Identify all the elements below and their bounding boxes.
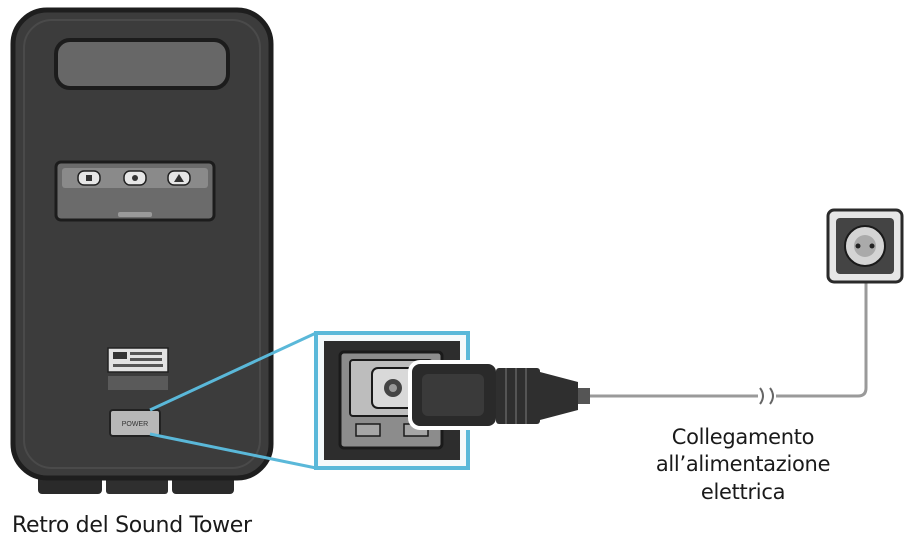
- power-plug: [408, 360, 590, 430]
- outlet-caption-line-3: elettrica: [700, 479, 786, 504]
- aux-icon: [123, 170, 147, 186]
- zoom-lines: [149, 331, 317, 470]
- tower-body: [10, 7, 274, 481]
- power-port-label: POWER: [122, 421, 148, 428]
- outlet-caption: Collegamento all’alimentazione elettrica: [648, 424, 838, 506]
- optical-icon: [167, 170, 191, 186]
- power-port: POWER: [109, 409, 161, 437]
- sound-tower-back: POWER: [10, 7, 274, 494]
- usb-icon: [77, 170, 101, 186]
- device-caption: Retro del Sound Tower: [12, 513, 252, 538]
- tower-inner-edge: [23, 19, 261, 469]
- top-handle: [54, 38, 230, 90]
- outlet-caption-line-1: Collegamento: [671, 425, 815, 449]
- cable-break-icon: [759, 387, 774, 405]
- outlet-caption-line-2: all’alimentazione: [655, 452, 831, 477]
- rating-label: [107, 347, 169, 390]
- wall-outlet: [826, 208, 904, 284]
- power-cable: [590, 282, 868, 405]
